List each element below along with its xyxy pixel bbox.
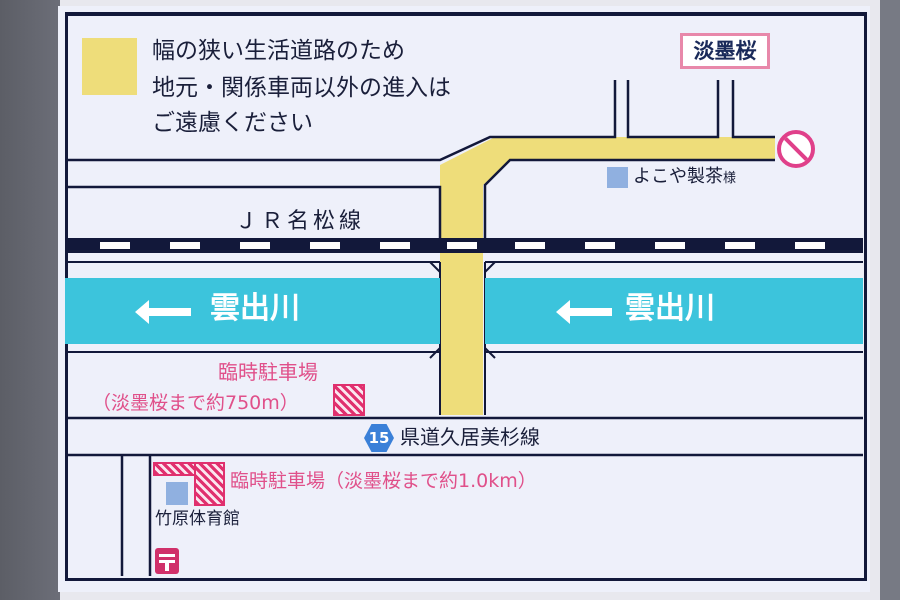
- legend-swatch: [82, 38, 137, 95]
- river-label-right: 雲出川: [625, 291, 715, 326]
- arrow-left-icon: [135, 300, 191, 324]
- gym-label: 竹原体育館: [155, 509, 240, 529]
- parking2-marker-icon: [194, 462, 225, 506]
- shop-label: よこや製茶様: [633, 168, 736, 186]
- destination-label: 淡墨桜: [680, 33, 770, 69]
- route-number: 15: [368, 429, 390, 447]
- river-right: [485, 278, 863, 344]
- parking1-marker-icon: [333, 384, 365, 416]
- route-name: 県道久居美杉線: [400, 425, 540, 449]
- parking1-title: 臨時駐車場: [218, 360, 318, 384]
- arrow-left-icon: [556, 300, 612, 324]
- parking2-label: 臨時駐車場（淡墨桜まで約1.0km）: [230, 470, 537, 492]
- railway-label: ＪＲ名松線: [235, 209, 366, 234]
- no-entry-icon: [777, 130, 815, 168]
- shop-marker-icon: [607, 167, 628, 188]
- river-left: [65, 278, 440, 344]
- legend-line-1: 幅の狭い生活道路のため: [152, 38, 405, 64]
- shop-name: よこや製茶: [633, 166, 723, 187]
- gym-marker-icon: [166, 482, 188, 505]
- river-label-left: 雲出川: [210, 291, 300, 326]
- legend-line-2: 地元・関係車両以外の進入は: [152, 75, 451, 101]
- post-office-icon: [155, 548, 179, 574]
- legend-line-3: ご遠慮ください: [152, 110, 313, 136]
- shop-suffix: 様: [723, 171, 737, 186]
- parking1-distance: （淡墨桜まで約750m）: [92, 392, 299, 414]
